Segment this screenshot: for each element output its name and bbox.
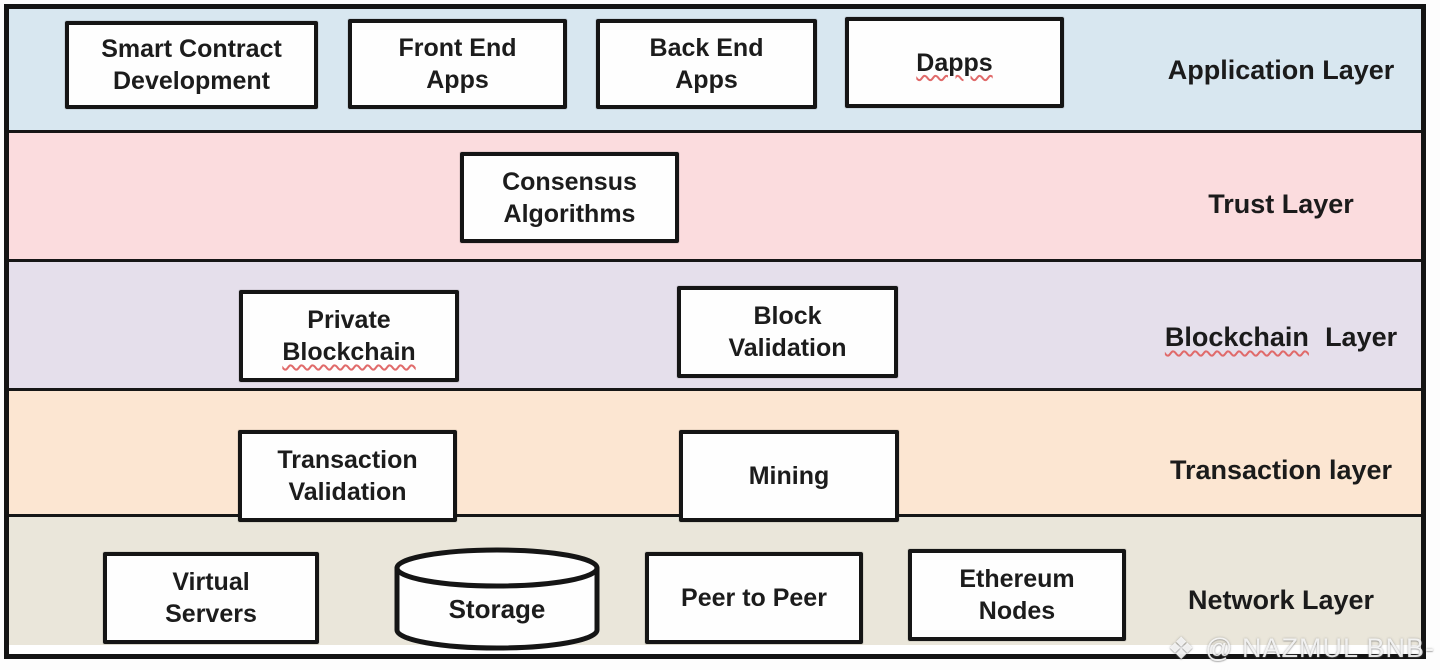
diagram-frame: [4, 4, 1426, 659]
band-application-layer: [9, 9, 1421, 133]
band-trust-layer: [9, 133, 1421, 262]
band-transaction-layer: [9, 391, 1421, 517]
band-network-layer: [9, 517, 1421, 645]
band-blockchain-layer: [9, 262, 1421, 391]
